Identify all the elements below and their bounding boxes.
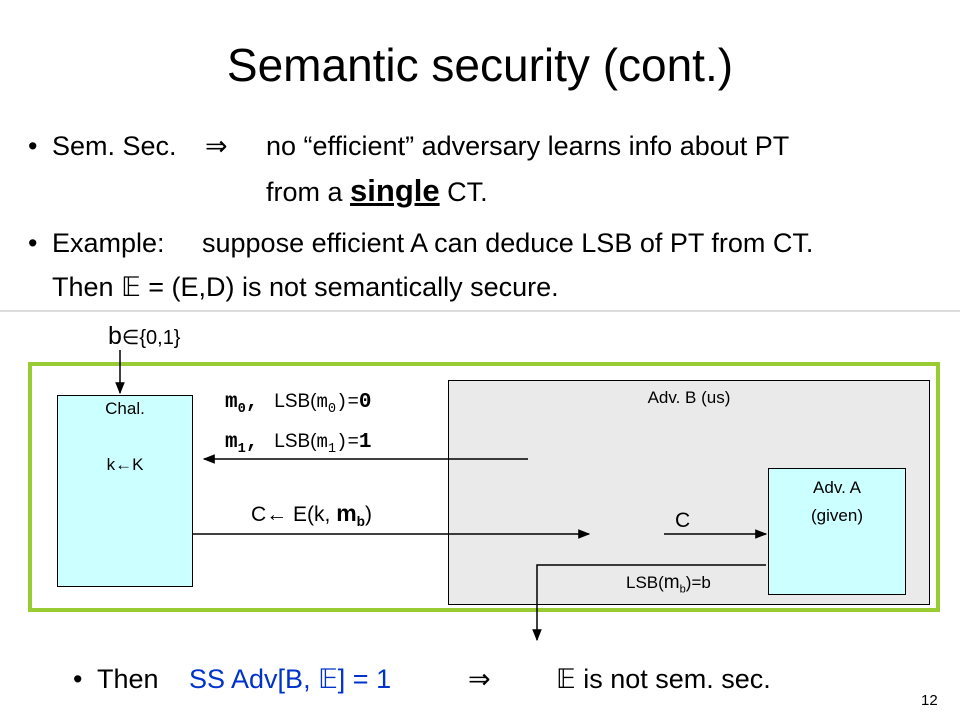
adversary-b-c: C — [675, 509, 691, 532]
ciphertext-label: C← E(k, mb) — [251, 500, 372, 529]
ss-adv-post: ] = 1 — [337, 664, 392, 694]
implies-symbol: ⇒ — [468, 664, 491, 694]
conclusion-text: is not sem. sec. — [583, 664, 771, 694]
m1-lsb-var: m — [316, 431, 328, 453]
adversary-a-given: (given) — [811, 506, 863, 525]
scheme-symbol: 𝔼 — [121, 272, 141, 302]
bullet1-label: Sem. Sec. — [52, 131, 177, 161]
m1-sub: 1 — [237, 442, 246, 458]
experiment-frame — [28, 362, 940, 612]
m0-lsb-post: )= — [336, 391, 359, 413]
bullet1-line1: no “efficient” adversary learns info abo… — [266, 131, 790, 161]
m0-lsb-val: 0 — [358, 391, 372, 414]
page-number: 12 — [921, 692, 938, 709]
m0-sub: 0 — [237, 402, 246, 418]
message-m0: m0, LSB(m0)=0 — [225, 389, 372, 417]
bullet2-line2-pre: Then — [52, 272, 114, 302]
bullet1-line2-pre: from a — [266, 177, 343, 207]
bullet2-label: Example: — [52, 228, 165, 258]
ss-adv-pre: SS Adv[B, — [189, 664, 311, 694]
bullet-dot: • — [73, 664, 83, 694]
m1-var: m — [225, 431, 238, 454]
bullet3-pre: Then — [97, 664, 159, 694]
adversary-a-box — [768, 468, 906, 595]
ct-post: ) — [364, 503, 372, 526]
m0-lsb-pre: LSB( — [274, 391, 317, 412]
bullet1-emphasis: single — [350, 173, 440, 208]
lsb-output: LSB(mb)=b — [626, 572, 711, 595]
message-m1: m1, LSB(m1)=1 — [225, 429, 372, 457]
lsb-out-post: )=b — [685, 573, 711, 592]
m0-var: m — [225, 391, 238, 414]
challenger-box — [57, 395, 193, 587]
ct-m: m — [336, 500, 357, 526]
bullet2-line2-post: = (E,D) is not semantically secure. — [148, 272, 559, 302]
challenger-title: Chal. — [105, 399, 145, 418]
conclusion-scheme: 𝔼 — [556, 664, 576, 694]
ct-b: b — [356, 514, 365, 530]
m1-comma: , — [245, 431, 259, 454]
implies-symbol: ⇒ — [205, 131, 228, 161]
ct-pre: C← E(k, — [251, 503, 331, 526]
m1-lsb-post: )= — [336, 431, 359, 453]
bullet2-line2: Then 𝔼 = (E,D) is not semantically secur… — [52, 272, 559, 303]
ss-adv-scheme: 𝔼 — [318, 664, 338, 694]
adversary-b-title: Adv. B (us) — [647, 388, 731, 407]
bullet-dot: • — [28, 228, 38, 258]
bullet1-line2: from a single CT. — [266, 173, 488, 209]
ss-advantage: SS Adv[B, 𝔼] = 1 — [189, 664, 391, 695]
challenger-key: k←K — [106, 455, 144, 474]
bullet3-conclusion: 𝔼 is not sem. sec. — [556, 664, 771, 695]
m0-lsb-var: m — [316, 391, 328, 413]
m0-comma: , — [245, 391, 259, 414]
m1-lsb-val: 1 — [358, 431, 372, 454]
bit-b-label: b∈{0,1} — [108, 322, 181, 351]
m1-lsb-sub: 1 — [327, 442, 337, 458]
lsb-out-pre: LSB( — [626, 573, 664, 592]
bullet2-line1: suppose efficient A can deduce LSB of PT… — [202, 228, 814, 258]
bullet-dot: • — [28, 131, 38, 161]
bit-b: b — [108, 322, 122, 350]
m0-lsb-sub: 0 — [327, 402, 337, 418]
slide-title: Semantic security (cont.) — [226, 39, 734, 91]
bit-b-set: ∈{0,1} — [121, 327, 181, 349]
lsb-out-m: m — [663, 572, 680, 593]
adversary-a-title: Adv. A — [813, 478, 861, 497]
bullet1-line2-post: CT. — [447, 177, 488, 207]
m1-lsb-pre: LSB( — [274, 431, 317, 452]
